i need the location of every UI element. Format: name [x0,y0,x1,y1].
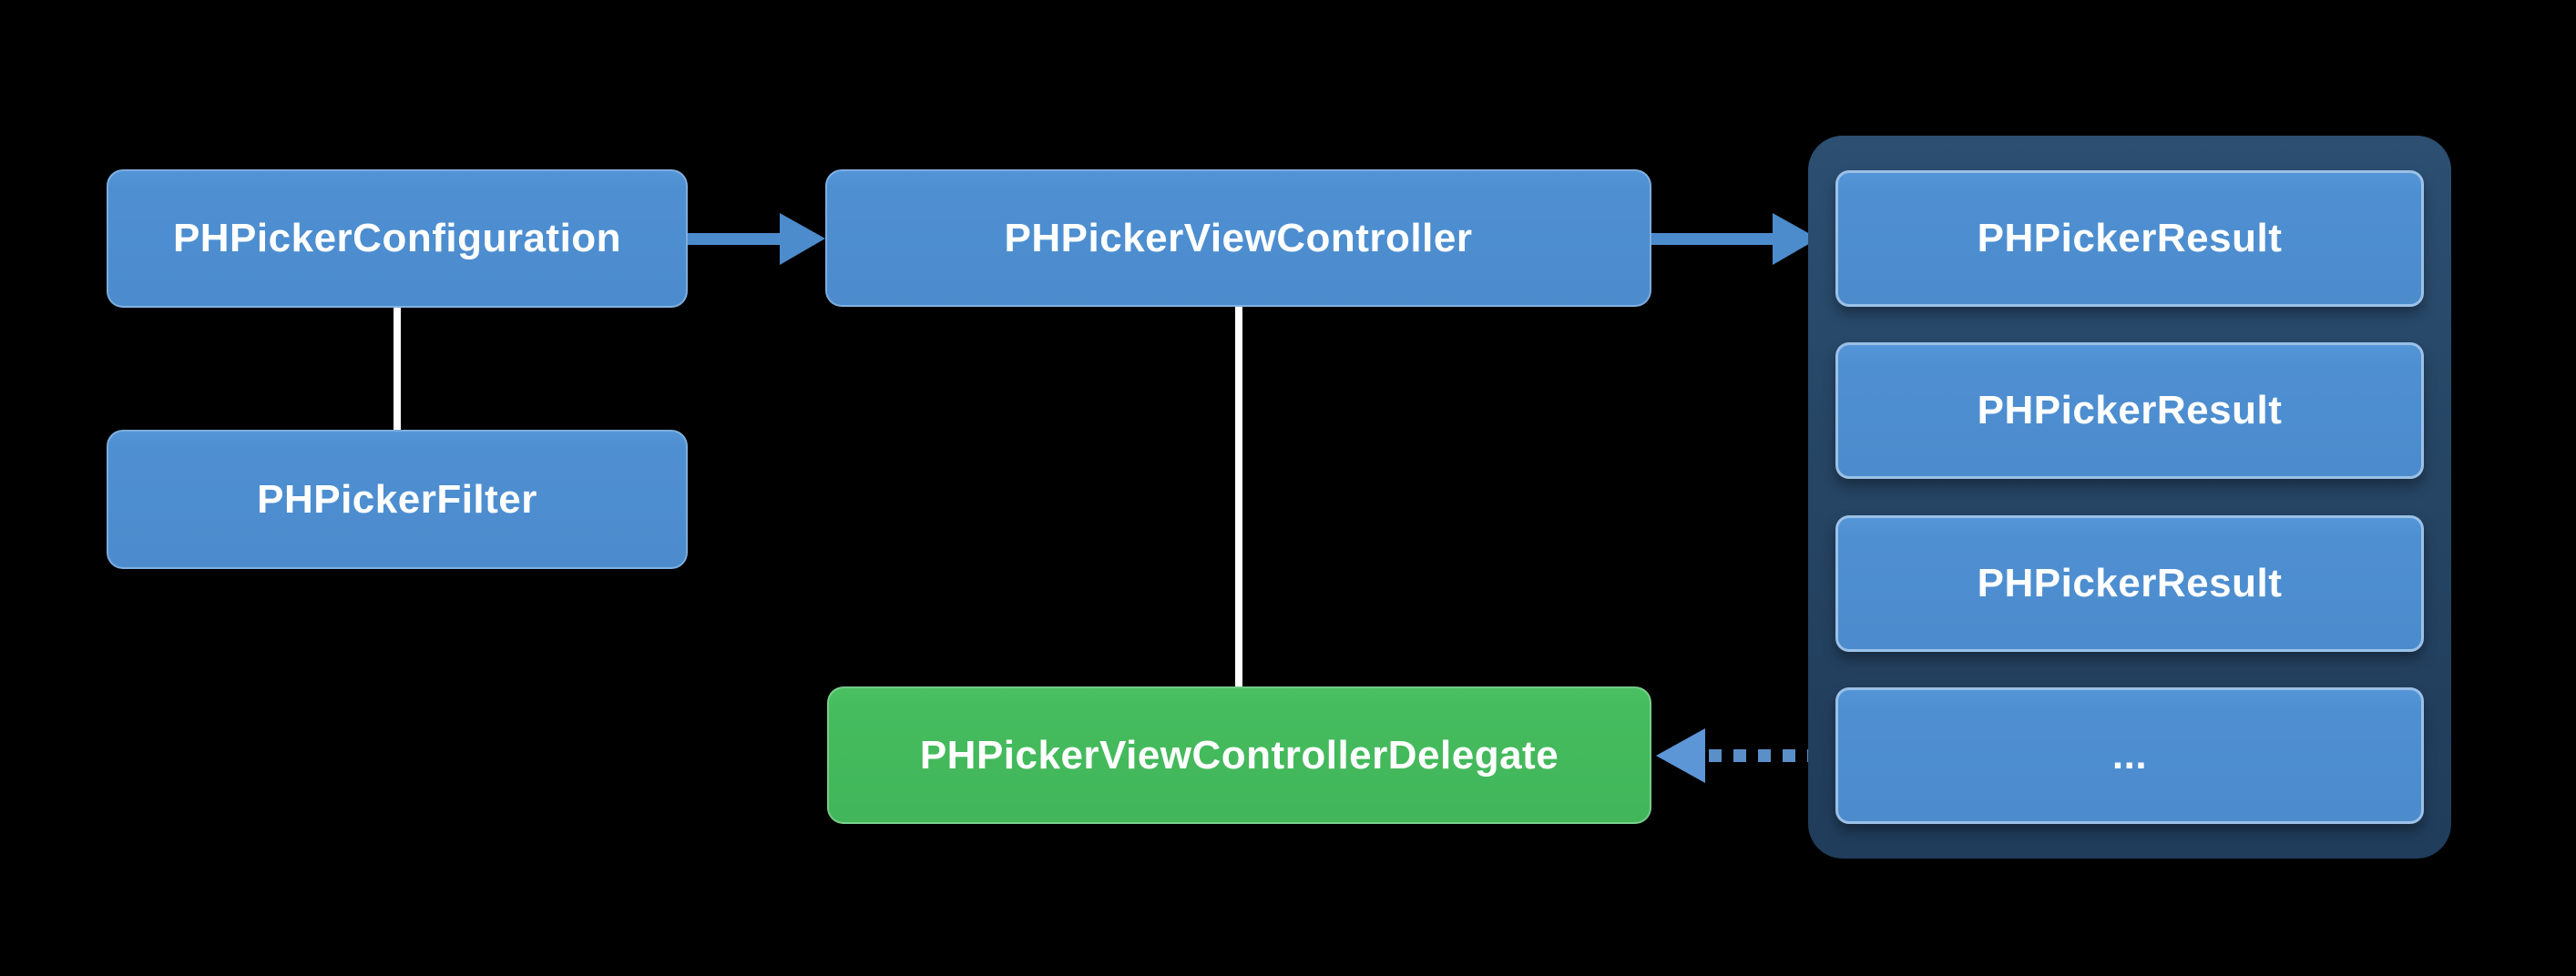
node-phpickerviewcontroller-label: PHPickerViewController [1004,215,1473,260]
node-phpickerfilter: PHPickerFilter [107,430,688,569]
node-phpickerconfiguration: PHPickerConfiguration [107,169,688,308]
node-phpickerresult-ellipsis: ... [1835,686,2424,824]
node-phpickerresult-ellipsis-label: ... [2111,732,2148,778]
arrow-config-to-viewcontroller-shaft [688,233,782,245]
node-phpickerviewcontrollerdelegate: PHPickerViewControllerDelegate [827,686,1651,824]
node-phpickerresult-3-label: PHPickerResult [1977,560,2283,605]
node-phpickerfilter-label: PHPickerFilter [257,476,537,522]
arrow-viewcontroller-to-results-head [1773,213,1818,265]
arrow-viewcontroller-to-results-shaft [1651,233,1777,245]
node-phpickerconfiguration-label: PHPickerConfiguration [172,216,622,260]
node-phpickerviewcontroller: PHPickerViewController [825,169,1651,307]
node-phpickerresult-1-label: PHPickerResult [1977,216,2283,260]
node-phpickerresult-3: PHPickerResult [1835,514,2424,652]
arrow-results-to-delegate-head [1656,728,1705,783]
node-phpickerresult-1: PHPickerResult [1835,170,2424,307]
results-group-container: PHPickerResult PHPickerResult PHPickerRe… [1808,136,2451,859]
node-phpickerresult-2: PHPickerResult [1835,342,2424,480]
arrow-config-to-viewcontroller-head [780,213,825,265]
line-configuration-filter [394,307,401,432]
line-viewcontroller-delegate [1235,306,1242,688]
node-phpickerviewcontrollerdelegate-label: PHPickerViewControllerDelegate [919,732,1559,778]
node-phpickerresult-2-label: PHPickerResult [1977,388,2283,433]
